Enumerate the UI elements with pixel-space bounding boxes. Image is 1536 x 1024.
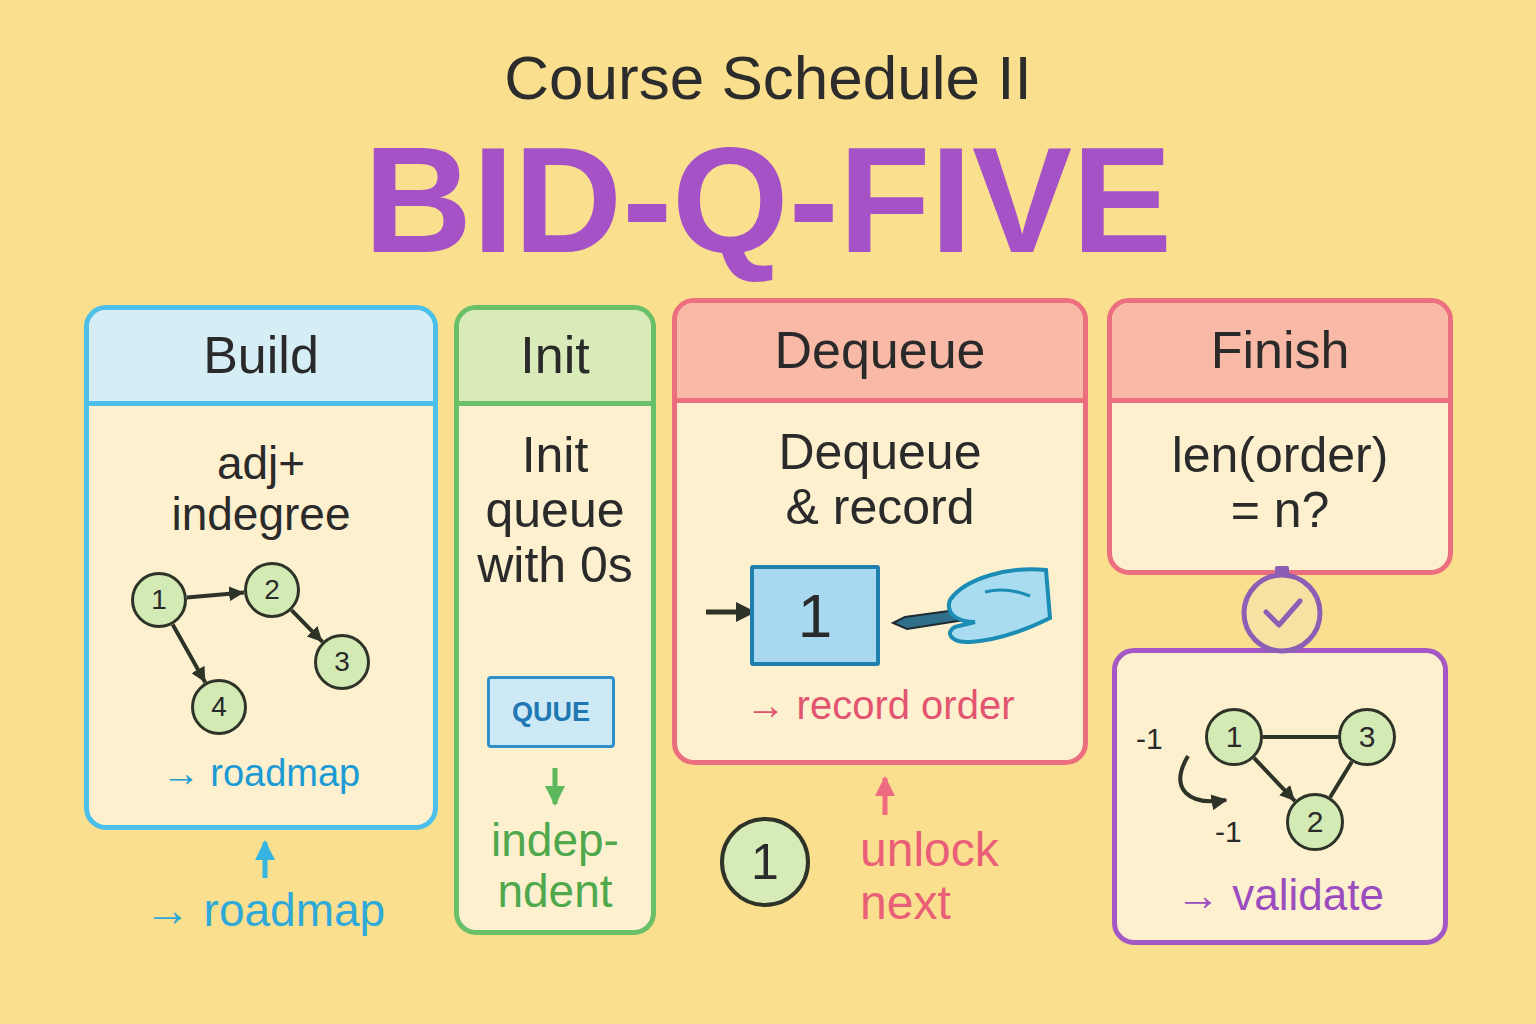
step-panel: InitInit queue with 0s indep- ndent QUUE [454, 305, 656, 935]
graph-edge [1254, 758, 1295, 801]
panel-body: Init queue with 0s [472, 428, 638, 593]
panel-body: adj+ indegree [146, 438, 376, 539]
caption-note: → roadmap [110, 885, 420, 936]
validate-panel: → validate 1 32 [1112, 648, 1448, 945]
panel-heading: Dequeue [677, 303, 1083, 403]
unlocked-node: 1 [720, 817, 810, 907]
step-panel: Build adj+ indegree → roadmap 1 23 4 [84, 305, 438, 830]
graph-node: 3 [1338, 708, 1396, 766]
up-arrow [263, 842, 268, 878]
up-arrow [883, 778, 888, 815]
panel-heading: Init [459, 310, 651, 406]
graph-node: 2 [244, 562, 300, 618]
clock-icon [1244, 566, 1320, 651]
panel-heading: Build [89, 310, 433, 406]
item-number: 1 [754, 569, 876, 662]
clock-face [1244, 575, 1320, 651]
enqueue-arrow [706, 610, 754, 615]
panel-heading: Finish [1112, 303, 1448, 403]
indegree-change: -1 [1136, 722, 1163, 755]
graph-node: 4 [191, 679, 247, 735]
page-title: Course Schedule II [0, 44, 1536, 112]
panel-body: Dequeue & record [770, 425, 990, 535]
panel-note: → roadmap [111, 753, 411, 795]
panel-note: indep- ndent [472, 815, 638, 916]
finger-line [985, 590, 1030, 596]
graph-edge [292, 610, 323, 642]
graph-node: 3 [314, 634, 370, 690]
node-number: 3 [1341, 711, 1393, 763]
panel-note: → record order [690, 683, 1070, 727]
step-panel: Finish len(order) = n? [1107, 298, 1453, 575]
node-number: 2 [1289, 796, 1341, 848]
decrement-arrow [1180, 756, 1226, 801]
clock-knob [1275, 566, 1289, 575]
node-number: 2 [247, 565, 297, 615]
graph-node: 2 [1286, 793, 1344, 851]
panel-note: → validate [1125, 871, 1435, 919]
node-number: 3 [317, 637, 367, 687]
pen [893, 606, 990, 629]
queue-label: QUUE [490, 679, 612, 745]
down-arrow [553, 768, 558, 804]
graph-edge [1263, 735, 1338, 739]
indegree-change: -1 [1215, 815, 1242, 848]
queue-box: QUUE [487, 676, 615, 748]
graph-edge [187, 592, 244, 597]
queue-item: 1 [750, 565, 880, 666]
node-number: 1 [134, 575, 184, 625]
node-number: 1 [724, 821, 806, 903]
graph-edge [1330, 762, 1352, 798]
hand [949, 569, 1050, 642]
graph-node: 1 [1205, 708, 1263, 766]
check-mark [1266, 601, 1300, 625]
caption-note: unlock next [860, 824, 1050, 930]
graph-node: 1 [131, 572, 187, 628]
node-number: 4 [194, 682, 244, 732]
mnemonic: BID-Q-FIVE [0, 118, 1536, 283]
step-panel: DequeueDequeue & record → record order 1 [672, 298, 1088, 765]
graph-edge [173, 624, 206, 682]
hand-with-pen [893, 569, 1050, 642]
node-number: 1 [1208, 711, 1260, 763]
panel-body: len(order) = n? [1165, 428, 1395, 538]
